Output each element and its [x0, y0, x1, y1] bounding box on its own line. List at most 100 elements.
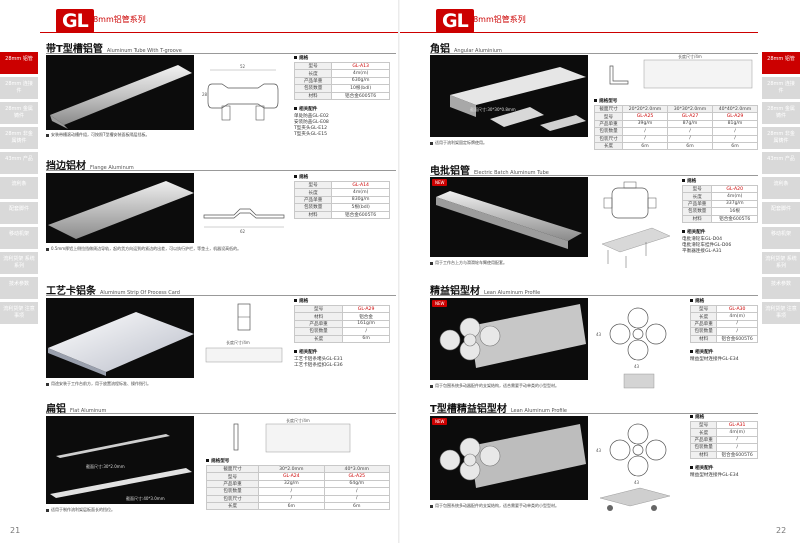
spec-header: 40*3.0mm	[323, 464, 391, 474]
accessory-row: 工艺卡铝条挂扣GL-E36	[294, 362, 390, 368]
sidebar-tab[interactable]: 28mm 连接件	[762, 77, 800, 99]
spec-value: /	[323, 487, 391, 496]
sidebar-tab[interactable]: 技术参数	[0, 277, 38, 299]
spec-title: 规格	[687, 179, 697, 184]
sidebar-tab[interactable]: 流利条	[762, 177, 800, 199]
spec-key: 产品单重	[293, 195, 333, 205]
spec-value: 铝合金6005T6	[331, 210, 390, 219]
spec-value: 10根(bdl)	[331, 84, 390, 93]
accessory-code: GL-E31	[326, 356, 343, 362]
sidebar-tab[interactable]: 28mm 铝管	[0, 52, 38, 74]
cross-section-drawing: 长度尺寸/4m	[200, 300, 288, 370]
sidebar-tab[interactable]: 28mm 金属铸件	[0, 102, 38, 124]
sidebar-tab[interactable]: 28mm 非金属铸件	[762, 127, 800, 149]
accessory-name: 单处防盖	[294, 113, 313, 119]
spec-header: 40*40*2.0mm	[711, 104, 759, 114]
spec-value: GL-A25	[622, 112, 668, 121]
spec-header: 30*30*2.0mm	[667, 104, 713, 114]
sidebar-tab[interactable]: 移动机架	[0, 227, 38, 249]
accessory-row: 电批滑轮车GL-D04	[682, 236, 758, 242]
sidebar-tab[interactable]: 配套脚件	[0, 202, 38, 224]
accessory-row: 平衡器连接GL-A31	[682, 248, 758, 254]
sidebar-tab[interactable]: 28mm 金属铸件	[762, 102, 800, 124]
spec-row: 包装尺寸///	[593, 134, 759, 143]
spec-row: 材料铝合金6005T6	[293, 91, 390, 100]
cross-section-drawing	[596, 180, 676, 272]
cross-section-drawing: 52 28	[200, 62, 288, 132]
spec-value: GL-A27	[667, 112, 713, 121]
spec-key: 材料	[689, 450, 718, 459]
product-photo-electric-batch-tube	[430, 177, 588, 257]
accessory-row: 安装防盖GL-E08	[294, 119, 390, 125]
sidebar-tab[interactable]: 43mm 产品	[0, 152, 38, 174]
product-caption: 用于包围系统多动器配件的支架结构，适合需要手动单类的小型型材。	[430, 383, 630, 389]
spec-key: 产品单重	[293, 319, 344, 329]
spec-key: 产品单重	[689, 319, 718, 329]
spec-value: 830g/m	[331, 195, 390, 205]
sidebar-tab[interactable]: 28mm 非金属铸件	[0, 127, 38, 149]
spec-row: 包装数量/	[689, 443, 758, 452]
sidebar-tab[interactable]: 流利货架 系统系列	[0, 252, 38, 274]
product-photo-process-card-strip	[46, 298, 194, 378]
spec-key: 型号	[293, 61, 333, 71]
accessory-title: 相关配件	[299, 349, 318, 355]
accessory-name: 安装防盖	[294, 119, 313, 125]
sidebar-tab[interactable]: 技术参数	[762, 277, 800, 299]
accessory-name: 电批滑轮车	[682, 236, 705, 242]
sidebar-tab[interactable]: 流利货架 系统系列	[762, 252, 800, 274]
spec-key: 型号	[681, 184, 713, 194]
spec-value: /	[716, 319, 758, 329]
dim-width: 43	[634, 364, 640, 369]
sidebar-tab[interactable]: 流利条	[0, 177, 38, 199]
sidebar-tab[interactable]: 流利货架 注意事项	[762, 302, 800, 324]
spec-value: 铝合金6005T6	[716, 450, 758, 459]
spec-title: 规格型号	[599, 99, 618, 104]
spec-row: 材料铝合金6005T6	[681, 214, 758, 223]
dim-height: 43	[596, 448, 602, 453]
caption-text: 0.5mm厚铝上侧拉挡做周边导轨，起的货方向运到的紧边的出差，可以执行护栏，等垫…	[51, 246, 242, 251]
accessory-row: 工艺卡铝条堵头GL-E31	[294, 356, 390, 362]
cross-section-drawing: 长度尺寸/4m	[594, 52, 758, 92]
spec-row: 产品单重/	[689, 435, 758, 445]
spec-key: 型号	[293, 304, 344, 314]
sidebar-tab[interactable]: 43mm 产品	[762, 152, 800, 174]
spec-value: 39g/m	[622, 119, 668, 129]
spec-key: 包装数量	[689, 327, 718, 336]
sidebar-tab[interactable]: 配套脚件	[762, 202, 800, 224]
brand-logo: GL	[56, 9, 94, 33]
sidebar-tab[interactable]: 流利货架 注意事项	[0, 302, 38, 324]
photo-label-a: 截面尺寸:30*2.0mm	[86, 464, 125, 469]
spec-key: 型号	[593, 112, 624, 121]
spec-key: 长度	[689, 312, 718, 321]
accessory-code: GL-D04	[704, 236, 723, 242]
spec-header: 30*2.0mm	[258, 464, 325, 474]
section-title-text: T型槽精益铝型材	[430, 404, 507, 415]
spec-value: 6m	[258, 501, 325, 511]
accessory-code: GL-E34	[722, 472, 739, 478]
caption-text: 用途安装于工作台前方，用于放置流程标准、操作指引。	[51, 381, 151, 386]
spec-key: 包装数量	[293, 84, 333, 93]
sidebar-tab[interactable]: 移动机架	[762, 227, 800, 249]
accessory-row: 单处防盖GL-E02	[294, 113, 390, 119]
length-label: 长度尺寸/4m	[678, 53, 702, 59]
sidebar-tab[interactable]: 28mm 铝管	[762, 52, 800, 74]
spec-value: 4m(m)	[716, 428, 758, 437]
spec-value: /	[711, 134, 759, 143]
spec-key: 长度	[689, 428, 718, 437]
spec-value: 81g/m	[711, 119, 759, 129]
sidebar-tab[interactable]: 28mm 连接件	[0, 77, 38, 99]
spec-value: /	[716, 435, 758, 445]
cross-section-drawing: 43 43	[594, 414, 684, 514]
spec-title: 规格	[695, 299, 705, 304]
new-badge: NEW	[432, 179, 448, 186]
